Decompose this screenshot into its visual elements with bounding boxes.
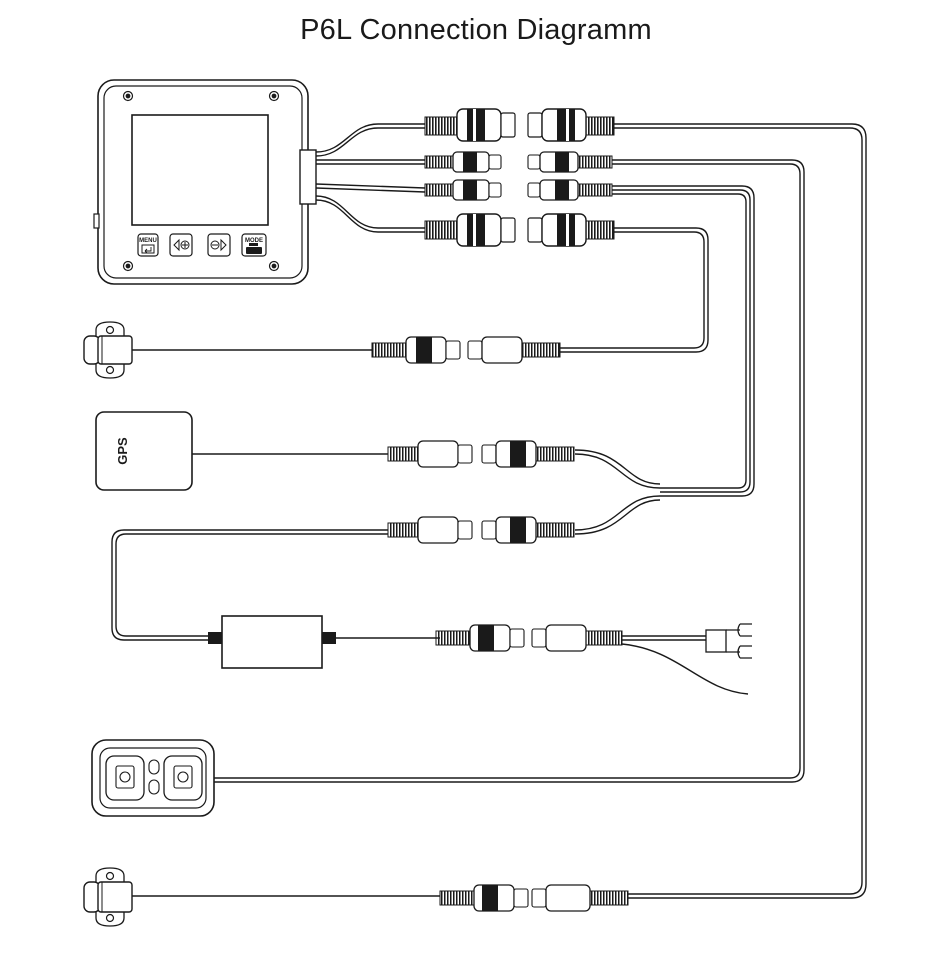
mode-ok-button[interactable]: MODE [241, 233, 267, 257]
up-zoom-button[interactable] [207, 233, 231, 257]
cable-rear-camera [90, 123, 867, 899]
connector-female-large [527, 213, 615, 247]
screw-icon [122, 90, 280, 272]
left-arrow-icon [173, 238, 180, 252]
power-leads [621, 635, 749, 695]
connector-pair-gps [387, 440, 575, 468]
down-zoom-button[interactable] [169, 233, 193, 257]
remote-button-icon [91, 739, 215, 817]
cable-power-box [111, 529, 440, 641]
dvr-main-unit: MENU MODE [93, 79, 317, 285]
connector-male-small [424, 179, 502, 201]
connector-female-small [527, 151, 613, 173]
menu-button[interactable]: MENU [137, 233, 159, 257]
zoom-out-icon [210, 240, 220, 250]
connector-pair-rear-camera [424, 108, 615, 142]
zoom-in-icon [180, 240, 190, 250]
connector-pair-remote [424, 151, 613, 173]
diagram-title: P6L Connection Diagramm [300, 14, 652, 46]
cable-remote [212, 159, 805, 783]
gps-label: GPS [115, 437, 130, 465]
connector-male-small [424, 151, 502, 173]
connector-male-large [424, 108, 516, 142]
connector-female-small [527, 179, 613, 201]
cable-front-camera [132, 227, 709, 353]
device-screen [131, 114, 269, 226]
cables [90, 123, 867, 899]
camera-icon [83, 321, 133, 379]
ok-icon [249, 243, 258, 246]
menu-button-label: MENU [139, 238, 157, 244]
connector-pair-gps-power [424, 179, 613, 201]
gps-icon: GPS [95, 411, 193, 491]
fork-terminal-icon [705, 623, 752, 659]
power-box-icon [208, 615, 336, 669]
back-icon [144, 247, 152, 254]
device-pigtails [315, 123, 426, 233]
cable-gps-power [574, 185, 755, 535]
connector-pair-front-camera [424, 213, 615, 247]
connector-pair-power-lead [435, 624, 623, 652]
connector-pair-power [387, 516, 575, 544]
connector-pair-front-cam-lead [371, 336, 561, 364]
connector-female-large [527, 108, 615, 142]
connector-pair-rear-cam-lead [439, 884, 629, 912]
camera-icon [83, 867, 133, 927]
right-arrow-icon [220, 238, 227, 252]
connector-male-large [424, 213, 516, 247]
mode-button-label: MODE [245, 238, 263, 244]
